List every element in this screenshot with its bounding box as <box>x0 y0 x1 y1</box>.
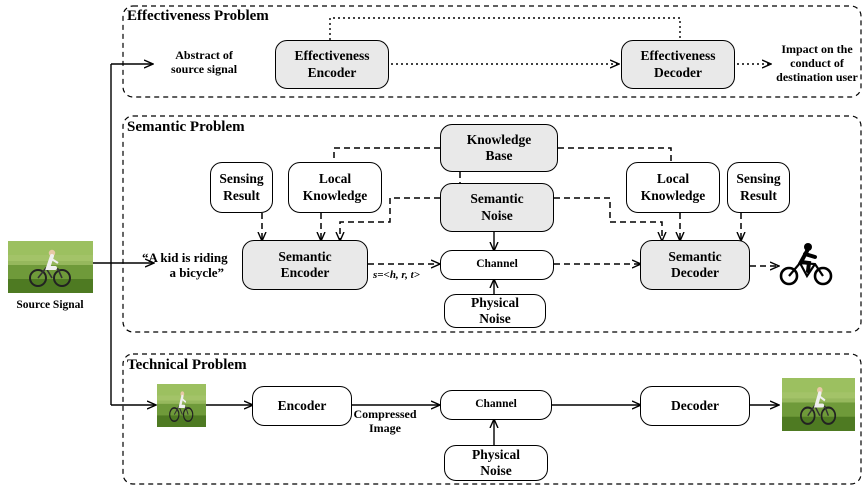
effectiveness-problem-title: Effectiveness Problem <box>127 8 269 24</box>
semantic-frame <box>122 115 862 333</box>
technical-connectors <box>206 405 778 445</box>
encoder-box: Encoder <box>252 386 352 426</box>
source-trunk <box>93 64 155 405</box>
technical-frame <box>122 353 862 485</box>
cyclist-silhouette-icon <box>779 243 833 286</box>
triple-label: s=<h, r, t> <box>373 269 420 281</box>
decoder-box: Decoder <box>640 386 750 426</box>
technical-problem-title: Technical Problem <box>127 357 247 373</box>
effectiveness-connectors <box>329 17 770 64</box>
source-photo <box>8 241 93 293</box>
technical-output-photo <box>782 378 855 431</box>
technical-channel-box: Channel <box>440 390 552 420</box>
semantic-connectors <box>262 147 778 266</box>
source-signal-label: Source Signal <box>16 299 84 311</box>
semantic-problem-title: Semantic Problem <box>127 119 245 135</box>
technical-input-photo <box>157 384 206 427</box>
semantic-channel-box: Channel <box>440 250 554 280</box>
effectiveness-frame <box>122 5 862 98</box>
